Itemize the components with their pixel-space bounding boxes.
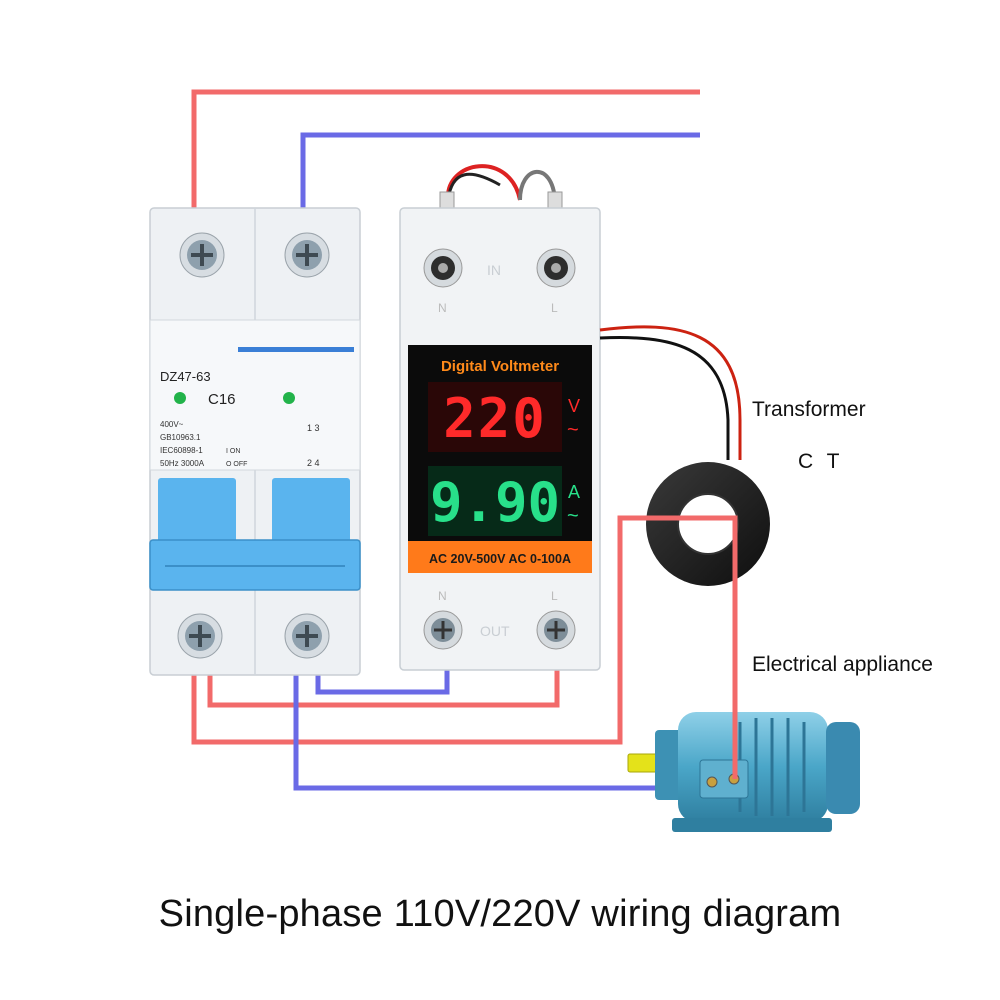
screw-terminal-icon bbox=[423, 610, 463, 650]
breaker-terminal-top: 1 3 bbox=[307, 423, 320, 433]
neutral-wire-breaker-to-meter bbox=[315, 670, 450, 695]
diagram-title: Single-phase 110V/220V wiring diagram bbox=[158, 893, 842, 935]
neutral-wire bbox=[293, 132, 712, 791]
meter-terminal-n-bottom: N bbox=[438, 589, 447, 603]
ct-label: C T bbox=[798, 450, 844, 473]
breaker-terminal-bottom: 2 4 bbox=[307, 458, 320, 468]
ct-ring-icon bbox=[646, 462, 770, 586]
meter-terminal-l-top: L bbox=[551, 301, 558, 315]
meter-terminal-n-top: N bbox=[438, 301, 447, 315]
meter-terminal-l-bottom: L bbox=[551, 589, 558, 603]
neutral-wire-supply bbox=[300, 132, 700, 212]
neutral-wire-to-appliance bbox=[293, 672, 712, 791]
breaker-rating: C16 bbox=[208, 391, 236, 408]
transformer-label: Transformer bbox=[752, 398, 866, 421]
screw-terminal-icon bbox=[179, 232, 225, 278]
meter-title: Digital Voltmeter bbox=[441, 358, 559, 375]
electric-motor-icon bbox=[627, 712, 860, 832]
current-reading: 9.90 bbox=[430, 471, 560, 534]
meter-display-panel bbox=[408, 345, 592, 573]
screw-terminal-icon bbox=[284, 232, 330, 278]
circuit-breaker: DZ47-63 C16 400V~ GB10963.1 IEC60898-1 5… bbox=[149, 207, 361, 676]
current-unit: A bbox=[568, 482, 580, 502]
breaker-toggle[interactable] bbox=[149, 478, 361, 591]
appliance-label: Electrical appliance bbox=[752, 653, 933, 676]
current-ac-symbol: ~ bbox=[567, 505, 579, 527]
breaker-spec-line: 400V~ bbox=[160, 420, 184, 429]
live-wire-breaker-to-meter bbox=[207, 670, 560, 708]
live-wire-through-ct-top bbox=[620, 515, 738, 600]
breaker-spec-line: GB10963.1 bbox=[160, 433, 201, 442]
live-wire-supply bbox=[191, 89, 700, 212]
screw-terminal-icon bbox=[536, 248, 576, 288]
breaker-spec-line: 50Hz 3000A bbox=[160, 459, 205, 468]
voltage-ac-symbol: ~ bbox=[567, 419, 579, 441]
screw-terminal-icon bbox=[423, 248, 463, 288]
voltage-reading: 220 bbox=[443, 387, 547, 450]
meter-range: AC 20V-500V AC 0-100A bbox=[429, 552, 571, 566]
breaker-model: DZ47-63 bbox=[160, 369, 211, 384]
screw-terminal-icon bbox=[536, 610, 576, 650]
meter-input-label: IN bbox=[487, 262, 501, 278]
breaker-spec-line: IEC60898-1 bbox=[160, 446, 203, 455]
meter-output-label: OUT bbox=[480, 623, 510, 639]
breaker-off-label: O OFF bbox=[226, 461, 247, 468]
screw-terminal-icon bbox=[284, 613, 330, 659]
screw-terminal-icon bbox=[177, 613, 223, 659]
voltage-unit: V bbox=[568, 396, 580, 416]
breaker-on-label: I ON bbox=[226, 448, 240, 455]
digital-voltmeter: IN N L Digital Voltmeter 220 V ~ 9.90 A … bbox=[399, 164, 601, 671]
